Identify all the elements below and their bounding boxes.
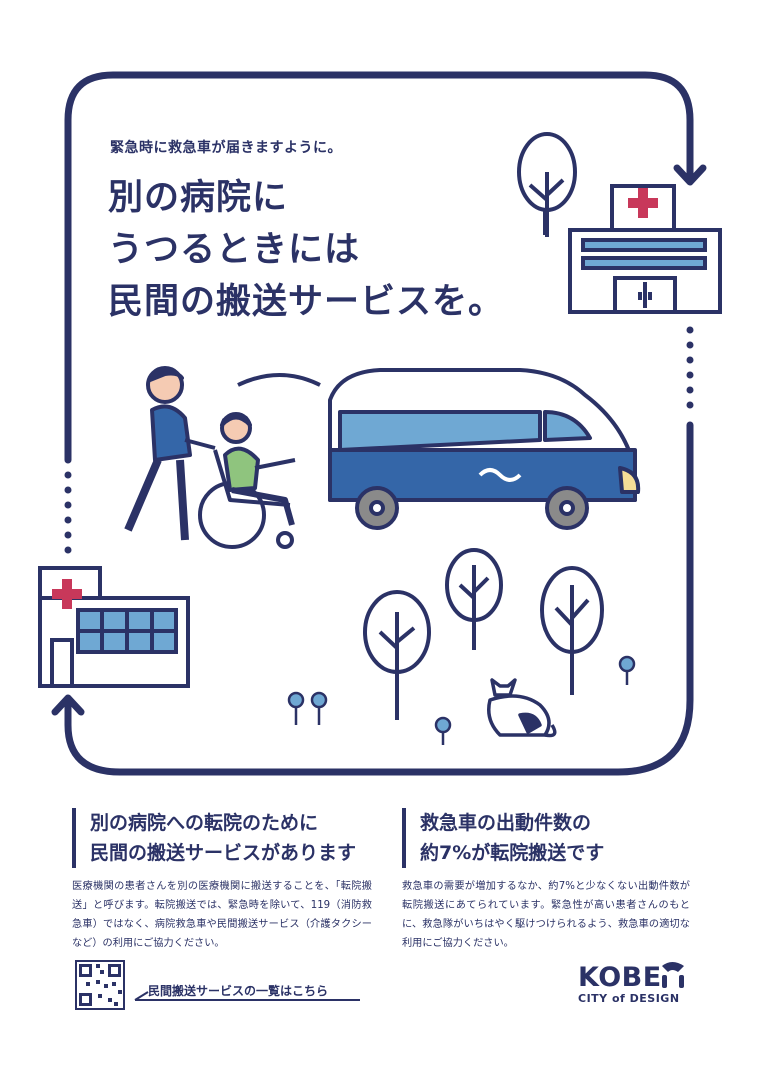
headline-line-1: 別の病院に <box>108 178 289 218</box>
logo-kobe: KOBE <box>578 962 662 993</box>
right-column: 救急車の出動件数の 約7%が転院搬送です 救急車の需要が増加するなか、約7%と少… <box>402 808 690 953</box>
service-list-link[interactable]: 民間搬送サービスの一覧はこちら <box>148 984 329 998</box>
right-column-body: 救急車の需要が増加するなか、約7%と少なくない出動件数が転院搬送にあてられていま… <box>402 881 690 949</box>
wheelchair-patient-icon <box>198 412 296 549</box>
right-heading-line-2: 約7%が転院搬送です <box>420 842 605 864</box>
tagline: 緊急時に救急車が届きますように。 <box>110 140 342 156</box>
kobe-logo-icon <box>662 962 684 988</box>
hospital-top-right-icon <box>568 184 722 314</box>
right-column-heading: 救急車の出動件数の 約7%が転院搬送です <box>402 808 690 868</box>
van-icon <box>237 368 641 530</box>
caregiver-icon <box>124 366 216 541</box>
left-column: 別の病院への転院のために 民間の搬送サービスがあります 医療機関の患者さんを別の… <box>72 808 372 953</box>
arrow-head-bottom-icon <box>51 694 85 716</box>
headline-line-2: うつるときには <box>108 230 361 270</box>
right-heading-line-1: 救急車の出動件数の <box>420 812 592 834</box>
left-heading-line-2: 民間の搬送サービスがあります <box>90 842 357 864</box>
left-column-heading: 別の病院への転院のために 民間の搬送サービスがあります <box>72 808 372 868</box>
left-heading-line-1: 別の病院への転院のために <box>90 812 319 834</box>
tree-top-icon <box>517 132 577 237</box>
qr-code-icon <box>75 960 125 1010</box>
loop-path-right <box>64 421 694 776</box>
link-arrow-icon <box>134 991 360 1001</box>
left-column-body: 医療機関の患者さんを別の医療機関に搬送することを、「転院搬送」と呼びます。転院搬… <box>72 881 372 949</box>
loop-path-top <box>64 71 694 464</box>
logo-city-of-design: CITY of DESIGN <box>578 992 680 1005</box>
headline: 別の病院に うつるときには 民間の搬送サービスを。 <box>108 172 504 328</box>
cat-icon <box>487 678 557 738</box>
hospital-bottom-left-icon <box>38 566 190 688</box>
tree-group-icon <box>363 548 604 720</box>
headline-line-3: 民間の搬送サービスを。 <box>108 282 505 322</box>
arrow-head-top-icon <box>673 164 707 186</box>
flowers-icon <box>287 655 636 745</box>
loop-dots <box>64 326 694 554</box>
